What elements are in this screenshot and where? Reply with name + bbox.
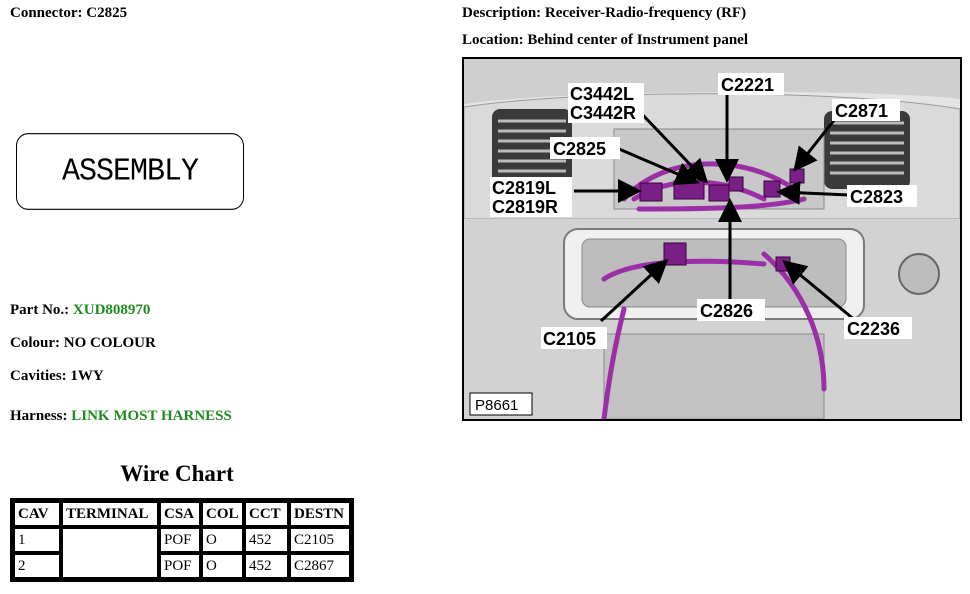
label-c2819l: C2819L (492, 178, 556, 198)
label-c2871: C2871 (835, 101, 888, 121)
header-csa: CSA (159, 501, 201, 527)
location-field: Location: Behind center of Instrument pa… (462, 32, 748, 49)
header-terminal: TERMINAL (61, 501, 159, 527)
header-cav: CAV (13, 501, 61, 527)
wire-chart-header-row: CAV TERMINAL CSA COL CCT DESTN (13, 501, 351, 527)
assembly-placeholder-box: ASSEMBLY (16, 133, 244, 210)
right-air-vent (824, 111, 910, 189)
label-c2826: C2826 (700, 301, 753, 321)
part-no-field: Part No.: XUD808970 (10, 302, 150, 319)
label-c2823: C2823 (850, 187, 903, 207)
reference-tag-box (469, 392, 533, 416)
description-field: Description: Receiver-Radio-frequency (R… (462, 5, 746, 22)
connector-location-diagram: C3442L C3442R C2221 C2871 C2825 C2819L C… (462, 57, 962, 421)
harness-link[interactable]: LINK MOST HARNESS (71, 408, 232, 424)
description-label: Description: (462, 5, 542, 21)
cavities-field: Cavities: 1WY (10, 368, 104, 385)
label-c2825: C2825 (553, 139, 606, 159)
left-air-vent (492, 109, 572, 187)
connector-label: Connector: (10, 5, 83, 21)
connector-blocks (639, 168, 805, 272)
cell-cav: 1 (13, 527, 61, 553)
table-row: 1 POF O 452 C2105 (13, 527, 351, 579)
cell-csa: POF (159, 553, 201, 579)
assembly-label: ASSEMBLY (61, 153, 199, 190)
connector-labels: C3442L C3442R C2221 C2871 C2825 C2819L C… (490, 73, 917, 349)
cell-col: O (201, 527, 244, 553)
table-row: 2 POF O 452 C2867 (13, 553, 351, 579)
colour-value: NO COLOUR (63, 335, 156, 351)
cell-destn: C2105 (289, 527, 351, 553)
wire-chart-title: Wire Chart (120, 461, 234, 486)
instrument-panel-illustration: C3442L C3442R C2221 C2871 C2825 C2819L C… (464, 59, 960, 419)
cell-csa: POF (159, 527, 201, 553)
part-no-label: Part No.: (10, 302, 70, 318)
label-c2819r: C2819R (492, 197, 558, 217)
connector-field: Connector: C2825 (10, 5, 127, 22)
harness-field: Harness: LINK MOST HARNESS (10, 408, 232, 425)
cell-terminal (61, 527, 159, 579)
connector-value: C2825 (86, 5, 128, 21)
label-c2105: C2105 (543, 329, 596, 349)
label-c2221: C2221 (721, 75, 774, 95)
colour-label: Colour: (10, 335, 60, 351)
cavities-label: Cavities: (10, 368, 67, 384)
cell-cav: 2 (13, 553, 61, 579)
cell-cct: 452 (244, 553, 289, 579)
cell-destn: C2867 (289, 553, 351, 579)
harness-label: Harness: (10, 408, 68, 424)
cell-col: O (201, 553, 244, 579)
part-no-link[interactable]: XUD808970 (72, 302, 151, 318)
cavities-value: 1WY (70, 368, 104, 384)
wire-chart-table: CAV TERMINAL CSA COL CCT DESTN 1 POF O 4… (10, 498, 354, 582)
label-c3442r: C3442R (570, 103, 636, 123)
location-label: Location: (462, 32, 524, 48)
description-value: Receiver-Radio-frequency (RF) (544, 5, 747, 21)
cell-cct: 452 (244, 527, 289, 553)
reference-tag: P8661 (475, 397, 518, 414)
header-cct: CCT (244, 501, 289, 527)
location-value: Behind center of Instrument panel (527, 32, 748, 48)
header-col: COL (201, 501, 244, 527)
header-destn: DESTN (289, 501, 351, 527)
leader-arrows (574, 89, 857, 323)
label-c3442l: C3442L (570, 84, 634, 104)
colour-field: Colour: NO COLOUR (10, 335, 156, 352)
label-c2236: C2236 (847, 319, 900, 339)
